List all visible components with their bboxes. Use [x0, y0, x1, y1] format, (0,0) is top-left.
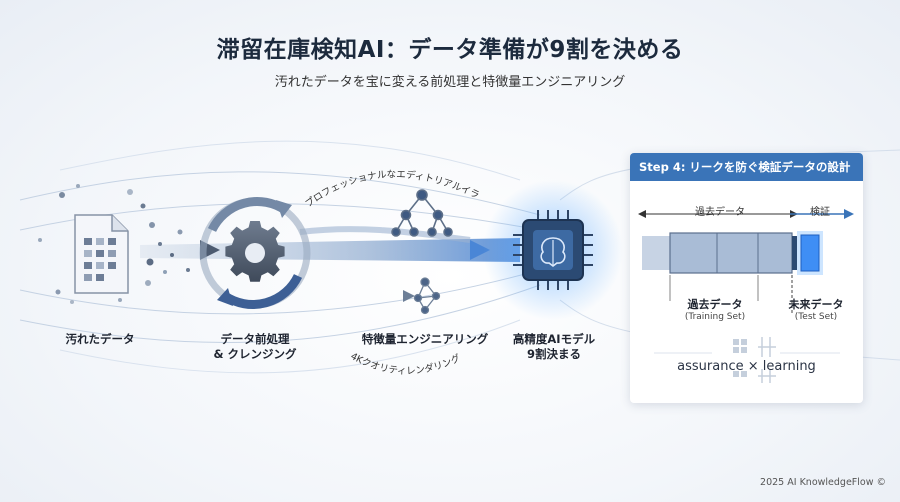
past-data-block: 過去データ (Training Set) — [670, 296, 760, 322]
stage-label-ai-model-line1: 高精度AIモデル — [512, 332, 596, 346]
past-data-sub: (Training Set) — [684, 312, 746, 322]
footer-copyright: 2025 AI KnowledgeFlow © — [760, 477, 886, 488]
arrow-head-1 — [470, 240, 490, 260]
past-data-arrow-label: 過去データ — [695, 207, 745, 218]
timeline-diagram — [638, 209, 854, 383]
stage-label-ai-model-line2: 9割決まる — [526, 347, 581, 361]
watermark-line-icon — [758, 337, 776, 383]
stage-label-preprocessing-line2: & クレンジング — [213, 347, 297, 361]
validation-arrow-head — [844, 209, 854, 219]
dirty-data-document-icon — [74, 214, 129, 294]
top-curved-caption: プロフェッショナルなエディトリアルイラスト品質 — [0, 0, 481, 210]
stage-label-preprocessing-line1: データ前処理 — [220, 332, 290, 346]
watermark-grid-icon — [733, 339, 747, 377]
test-block — [800, 234, 820, 272]
validation-design-panel: Step 4: リークを防ぐ検証データの設計 — [630, 153, 863, 403]
arrow-head-3 — [403, 290, 415, 302]
panel-header: Step 4: リークを防ぐ検証データの設計 — [630, 153, 863, 181]
ai-chip-icon — [483, 180, 623, 320]
stage-label-ai-model: 高精度AIモデル 9割決まる — [495, 332, 613, 362]
gap-bar — [792, 236, 797, 270]
stage-label-preprocessing: データ前処理 & クレンジング — [190, 332, 320, 362]
past-data-label: 過去データ — [687, 298, 743, 311]
future-data-label: 未来データ — [788, 298, 844, 311]
watermark-text: assurance × learning — [677, 359, 816, 374]
feature-network-icon — [413, 277, 441, 315]
page-title: 滞留在庫検知AI：データ準備が9割を決める — [216, 37, 684, 63]
future-data-sub: (Test Set) — [794, 312, 838, 322]
stage-label-dirty-data: 汚れたデータ — [65, 332, 135, 346]
upper-flow-arrow — [299, 226, 471, 243]
feature-tree-icon — [391, 189, 453, 237]
past-arrow-left-head — [638, 210, 646, 218]
preprocessing-gear-icon — [199, 197, 311, 309]
page-subtitle: 汚れたデータを宝に変える前処理と特徴量エンジニアリング — [274, 75, 626, 90]
scattered-data-dots — [38, 184, 190, 304]
future-data-block: 未来データ (Test Set) — [778, 296, 854, 322]
stage-label-feature-engineering: 特徴量エンジニアリング — [361, 332, 489, 346]
validation-arrow-label: 検証 — [810, 207, 830, 218]
training-window — [669, 232, 793, 274]
